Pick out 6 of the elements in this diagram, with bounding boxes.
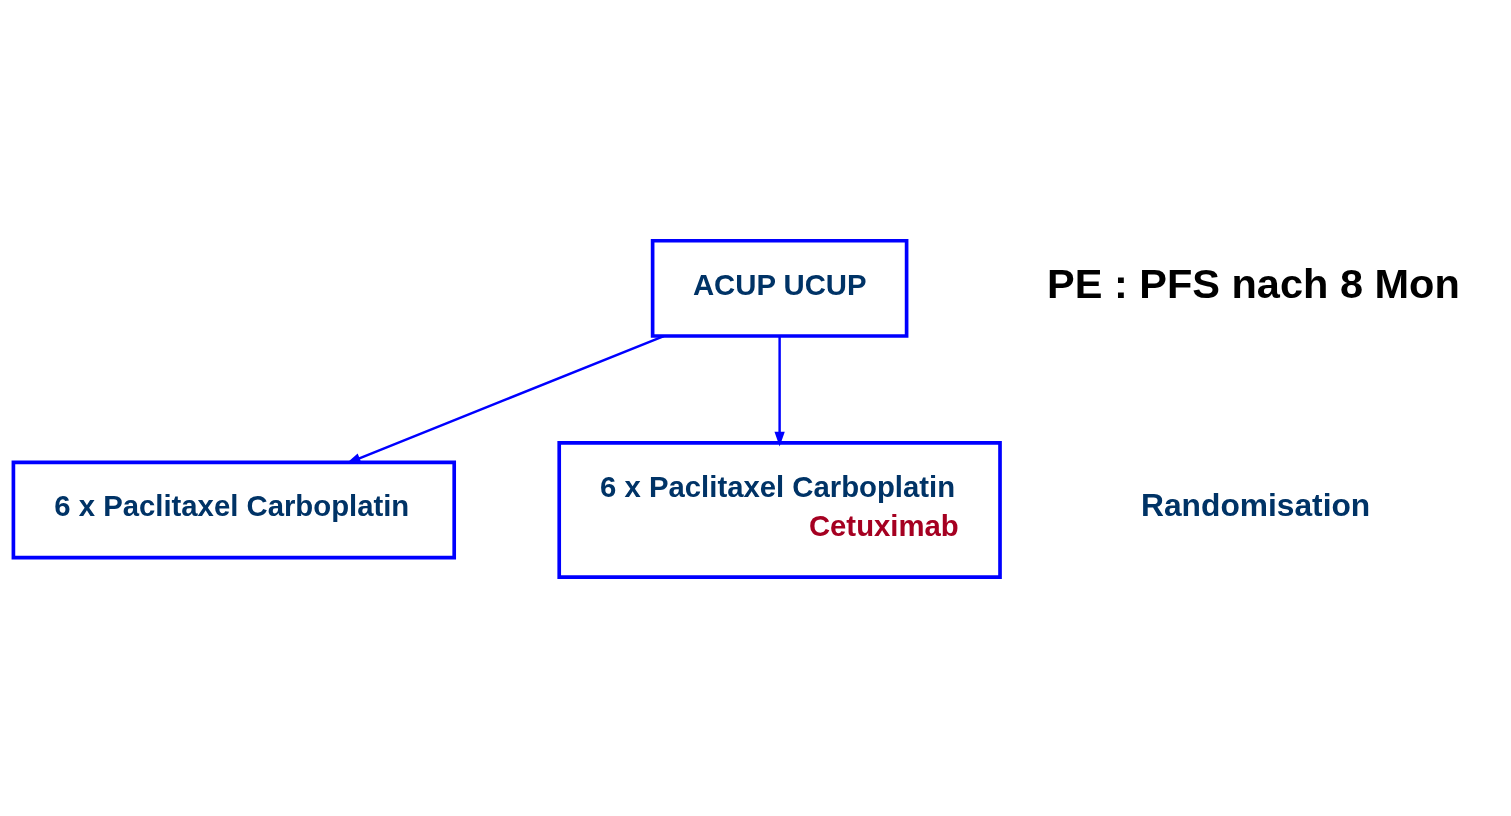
arrow [774,336,785,447]
node-box: ACUP UCUP [650,238,909,338]
node-box: 6 x Paclitaxel Carboplatin Cetuximab [557,440,1002,579]
node-box: 6 x Paclitaxel Carboplatin [11,460,457,560]
label: Randomisation [1141,487,1371,524]
label: PE : PFS nach 8 Mon [1047,259,1460,307]
